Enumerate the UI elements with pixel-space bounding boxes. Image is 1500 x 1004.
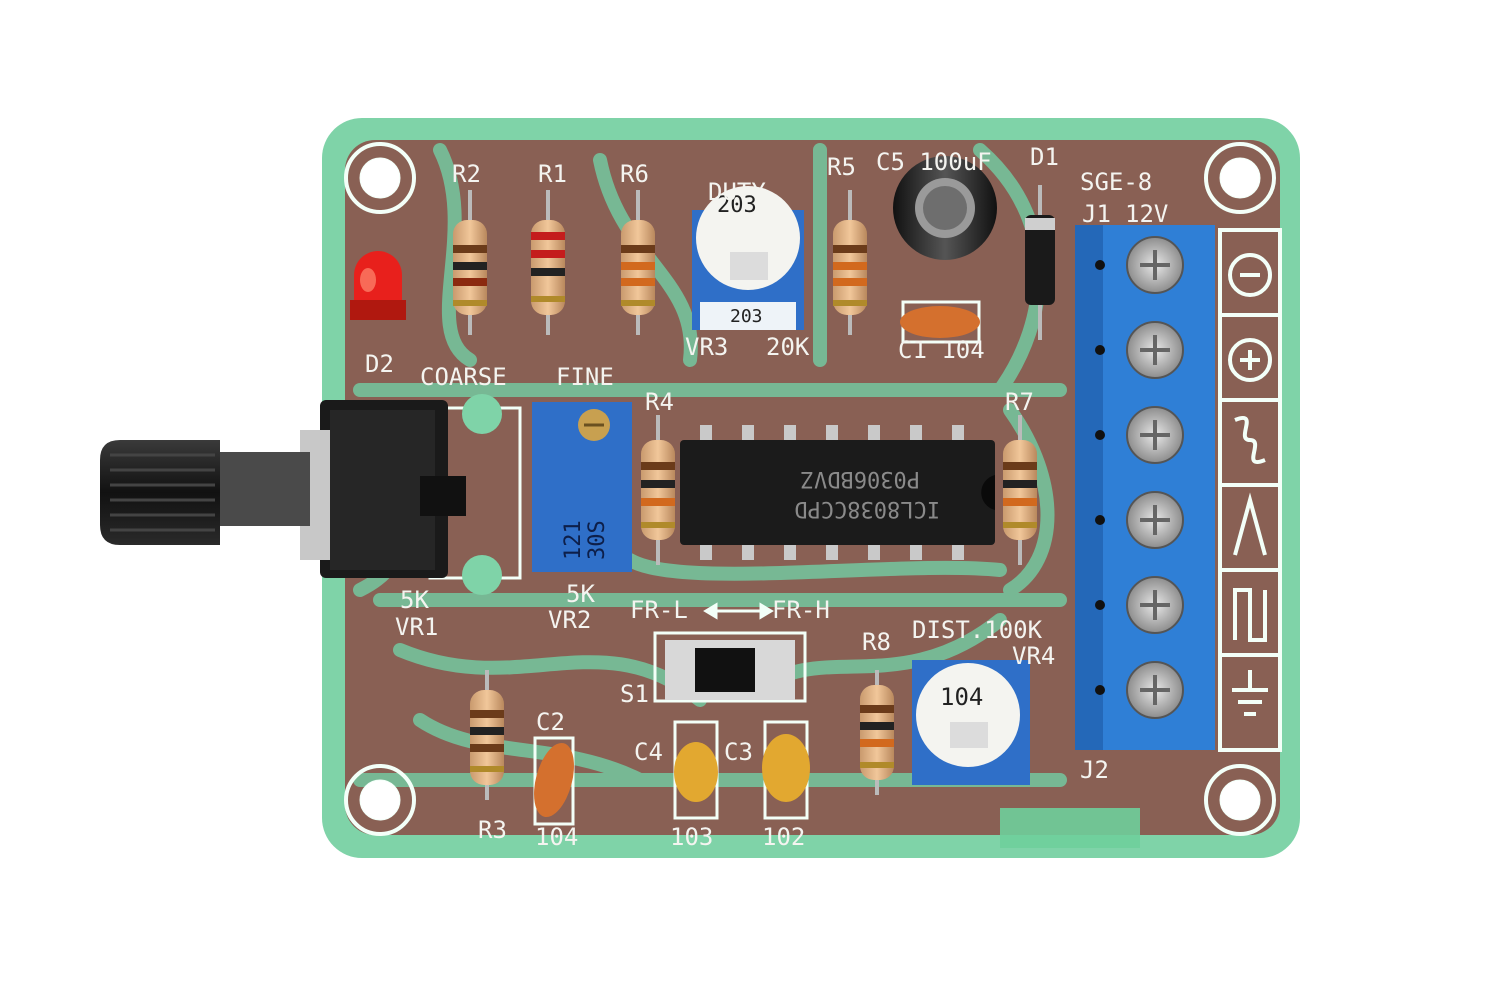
label-r2: R2	[452, 160, 481, 188]
label-5k-vr1: 5K	[400, 586, 429, 614]
ic-part-number: ICL8038CCPD	[794, 496, 940, 521]
silkscreen-labels: R2 R1 R6 DUTY R5 C5 100uF D1 SGE-8 J1 12…	[365, 143, 1168, 851]
vr2-code-1: 121	[561, 520, 586, 560]
label-r6: R6	[620, 160, 649, 188]
vr4-code: 104	[940, 683, 983, 711]
mounting-holes	[344, 142, 1276, 836]
label-c2: C2	[536, 708, 565, 736]
vr3-base-code: 203	[730, 306, 763, 327]
vr2-code-2: 30S	[585, 520, 610, 560]
label-5k-vr2: 5K	[566, 580, 595, 608]
label-vr1: VR1	[395, 613, 438, 641]
capacitor-c4	[673, 720, 719, 820]
switch-s1	[653, 631, 807, 703]
label-c2-value: 104	[535, 823, 578, 851]
ic-lot-code: P0306BDVZ	[801, 466, 920, 491]
capacitor-c1	[900, 300, 981, 344]
label-c3: C3	[724, 738, 753, 766]
resistor-r7	[1003, 415, 1037, 565]
capacitor-c3	[762, 720, 810, 820]
label-vr2: VR2	[548, 606, 591, 634]
label-r8: R8	[862, 628, 891, 656]
capacitor-c2	[533, 736, 575, 826]
label-r1: R1	[538, 160, 567, 188]
label-r7: R7	[1005, 388, 1034, 416]
label-c5: C5 100uF	[876, 148, 992, 176]
label-c4: C4	[634, 738, 663, 766]
label-model: SGE-8	[1080, 168, 1152, 196]
resistor-r8	[860, 670, 894, 795]
label-c3-value: 102	[762, 823, 805, 851]
terminal-block-j1	[1075, 225, 1215, 750]
led-d2	[350, 251, 406, 320]
label-duty: DUTY	[708, 178, 766, 206]
resistor-r3	[470, 670, 504, 800]
label-dist: DIST.100K	[912, 616, 1043, 644]
minus-symbol	[1228, 253, 1272, 297]
label-r5: R5	[827, 153, 856, 181]
label-fr-h: FR-H	[772, 596, 830, 624]
label-j2: J2	[1080, 756, 1109, 784]
trimmer-vr3: 203 203	[692, 186, 804, 330]
label-d2: D2	[365, 350, 394, 378]
pcb-pad	[1000, 808, 1140, 848]
sine-wave-symbol	[1234, 416, 1266, 464]
plus-symbol	[1228, 338, 1272, 382]
resistor-r2	[453, 190, 487, 335]
label-s1: S1	[620, 680, 649, 708]
label-r3: R3	[478, 816, 507, 844]
label-vr4: VR4	[1012, 642, 1055, 670]
triangle-wave-symbol	[1233, 492, 1267, 556]
terminal-symbol-panel	[1218, 228, 1282, 752]
diode-d1	[1025, 185, 1055, 340]
resistor-r1	[531, 190, 565, 335]
trimmer-vr4: 104	[912, 660, 1030, 785]
resistor-r6	[621, 190, 655, 335]
potentiometer-vr1	[300, 394, 522, 595]
frequency-range-arrow	[703, 602, 774, 620]
label-d1: D1	[1030, 143, 1059, 171]
ic-icl8038: ICL8038CCPD P0306BDVZ	[680, 425, 995, 560]
label-vr3: VR3	[685, 333, 728, 361]
label-fine: FINE	[556, 363, 614, 391]
capacitor-c5	[893, 156, 997, 260]
square-wave-symbol	[1233, 588, 1267, 642]
label-12v: 12V	[1125, 200, 1168, 228]
knob	[100, 440, 310, 545]
resistor-r5	[833, 190, 867, 335]
label-r4: R4	[645, 388, 674, 416]
resistor-r4	[641, 415, 675, 565]
trimmer-vr2: 121 30S	[532, 402, 632, 572]
label-c4-value: 103	[670, 823, 713, 851]
vr3-code: 203	[717, 193, 757, 218]
label-c1: C1 104	[898, 336, 985, 364]
label-j1: J1	[1082, 200, 1111, 228]
label-coarse: COARSE	[420, 363, 507, 391]
label-fr-l: FR-L	[630, 596, 688, 624]
ground-symbol	[1232, 670, 1268, 716]
label-20k: 20K	[766, 333, 810, 361]
